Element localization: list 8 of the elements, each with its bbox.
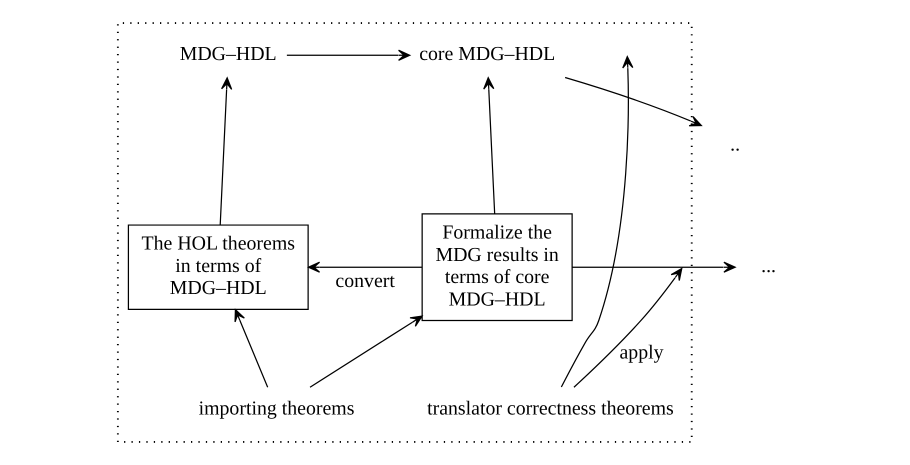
node-text: ... (761, 254, 776, 277)
edge-label: convert (335, 270, 395, 292)
node-text: importing theorems (198, 397, 354, 420)
edge-label: apply (620, 342, 664, 364)
node-text: core MDG–HDL (419, 42, 556, 65)
node-text: .. (730, 133, 740, 156)
node-text: MDG–HDL (180, 42, 277, 65)
node-text: translator correctness theorems (427, 397, 674, 420)
